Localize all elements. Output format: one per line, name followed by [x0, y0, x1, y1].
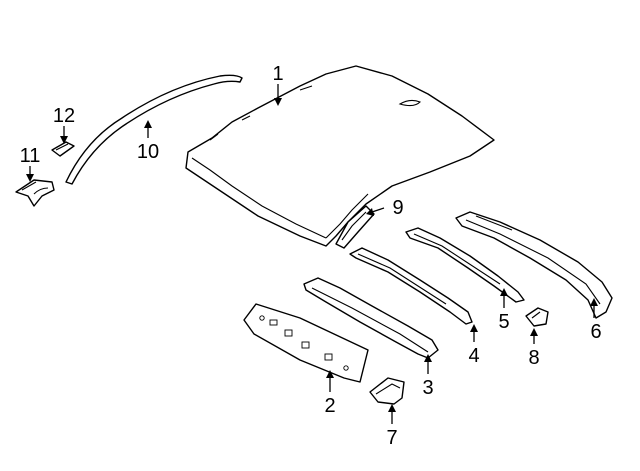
callout-10: 10: [137, 141, 159, 163]
callout-4: 4: [468, 345, 479, 367]
roof-panel: [185, 65, 495, 247]
callout-9: 9: [392, 197, 403, 219]
roof-bow-4: [349, 247, 473, 325]
roof-bow-5: [405, 227, 525, 303]
callout-5: 5: [498, 311, 509, 333]
roof-bow-3: [303, 277, 439, 359]
callout-11: 11: [20, 145, 41, 167]
bracket-11: [15, 179, 55, 207]
leader-arrows: [26, 84, 598, 424]
bracket-8: [525, 307, 549, 327]
callout-8: 8: [528, 347, 539, 369]
callout-12: 12: [53, 105, 75, 127]
callout-2: 2: [324, 395, 335, 417]
callout-1: 1: [272, 63, 283, 85]
callout-3: 3: [422, 377, 433, 399]
clip-12: [51, 141, 75, 157]
roof-trim-piece: [335, 205, 375, 249]
callout-6: 6: [590, 321, 601, 343]
front-roof-header: [243, 303, 369, 383]
rear-roof-rail: [455, 211, 613, 319]
drip-moulding: [65, 74, 243, 185]
bracket-7: [369, 377, 405, 405]
callout-7: 7: [386, 427, 397, 449]
